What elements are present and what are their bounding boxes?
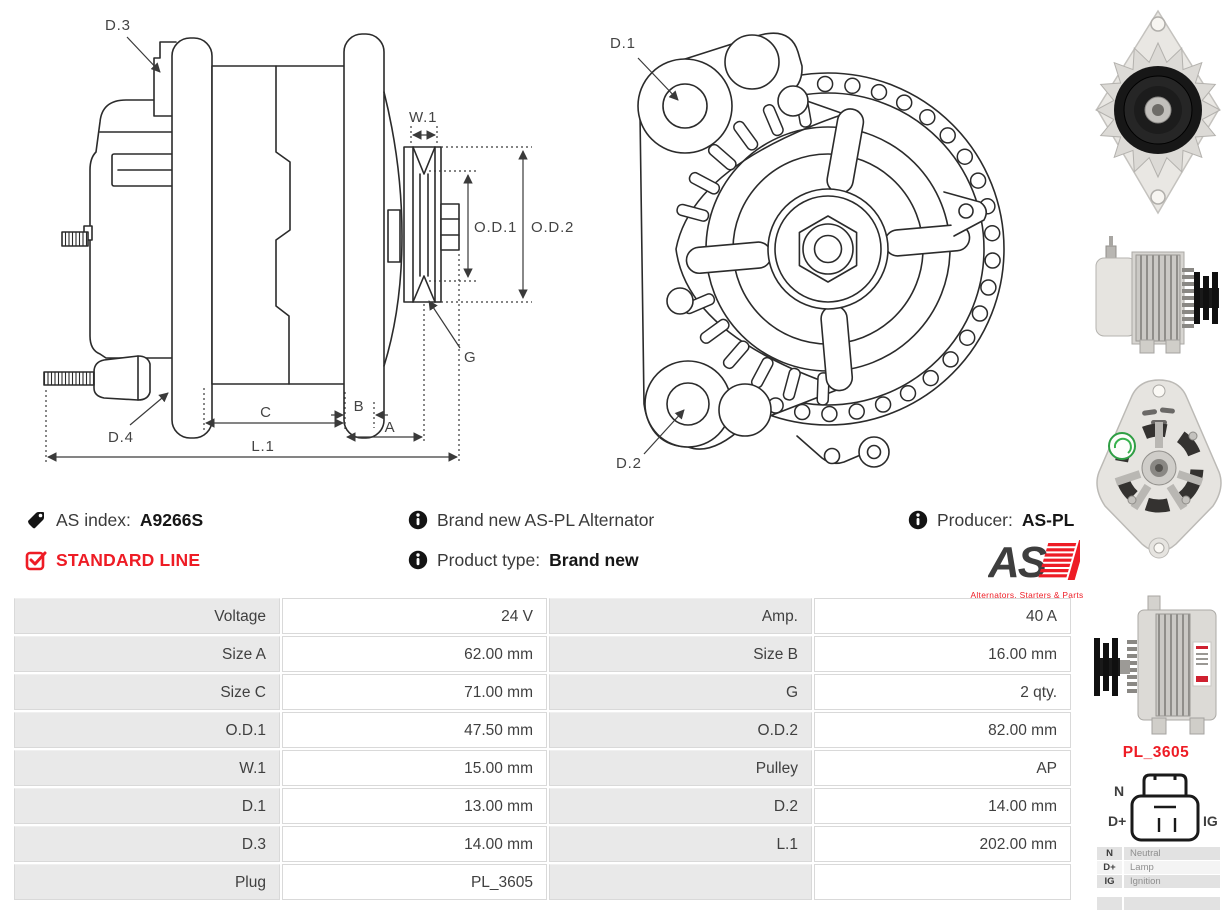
spec-label: Amp.	[549, 598, 812, 634]
spec-label: O.D.1	[14, 712, 280, 748]
as-index-value: A9266S	[139, 509, 204, 530]
dim-label-d3: D.3	[105, 17, 131, 34]
dim-label-od1: O.D.1	[474, 219, 517, 236]
tag-icon	[28, 512, 44, 529]
spec-value: 24 V	[282, 598, 547, 634]
spec-value: 2 qty.	[814, 674, 1071, 710]
plug-pin-dplus: D+	[1108, 813, 1126, 829]
product-photo-front	[1094, 9, 1222, 215]
product-type-value: Brand new	[549, 549, 639, 570]
dim-label-b: B	[354, 398, 365, 415]
legend-empty-cell	[1097, 897, 1122, 910]
checkbox-checked-icon	[25, 551, 47, 571]
standard-line: STANDARD LINE	[25, 548, 200, 572]
product-photo-side-left-pulley	[1094, 595, 1217, 735]
legend-pin: D+	[1097, 861, 1122, 874]
spec-value: 14.00 mm	[282, 826, 547, 862]
dim-label-g: G	[464, 349, 476, 366]
info-icon	[408, 510, 428, 530]
standard-line-label: STANDARD LINE	[56, 549, 201, 570]
spec-label: Size A	[14, 636, 280, 672]
dim-label-c: C	[260, 404, 272, 421]
spec-value: 40 A	[814, 598, 1071, 634]
producer-line: Producer: AS-PL	[908, 508, 1074, 532]
brand-new-text: Brand new AS-PL Alternator	[437, 509, 655, 530]
product-type-line: Product type: Brand new	[408, 548, 639, 572]
info-icon	[408, 550, 428, 570]
spec-label: Voltage	[14, 598, 280, 634]
spec-label: Plug	[14, 864, 280, 900]
spec-label: D.3	[14, 826, 280, 862]
as-pl-logo: AS	[988, 538, 1080, 587]
producer-label: Producer:	[937, 509, 1013, 530]
legend-empty-cell	[1124, 897, 1220, 910]
brand-new-line: Brand new AS-PL Alternator	[408, 508, 654, 532]
as-index-label: AS index:	[56, 509, 131, 530]
spec-value: 16.00 mm	[814, 636, 1071, 672]
spec-value: 82.00 mm	[814, 712, 1071, 748]
spec-value: 71.00 mm	[282, 674, 547, 710]
producer-value: AS-PL	[1021, 509, 1075, 530]
dim-label-w1: W.1	[409, 109, 437, 126]
spec-label: Pulley	[549, 750, 812, 786]
spec-value: 202.00 mm	[814, 826, 1071, 862]
spec-label: Size B	[549, 636, 812, 672]
legend-pin: IG	[1097, 875, 1122, 888]
legend-desc: Lamp	[1124, 861, 1220, 874]
plug-name: PL_3605	[1122, 744, 1190, 761]
front-view-dimension-labels: D.1 D.2	[610, 35, 642, 472]
spec-label: Size C	[14, 674, 280, 710]
product-type-label: Product type:	[437, 549, 541, 570]
spec-label: G	[549, 674, 812, 710]
logo-text: AS	[988, 538, 1047, 587]
logo-tagline: Alternators, Starters & Parts	[970, 590, 1084, 600]
dim-label-d1: D.1	[610, 35, 636, 52]
spec-value: PL_3605	[282, 864, 547, 900]
dim-label-a: A	[385, 419, 396, 436]
plug-legend: N Neutral D+ Lamp IG Ignition	[1097, 847, 1220, 910]
spec-label: D.2	[549, 788, 812, 824]
product-photo-side-right-pulley	[1095, 236, 1219, 354]
spec-value: 13.00 mm	[282, 788, 547, 824]
side-view-technical-drawing: D.3 W.1 O.D.1 O.D.2 G D.4 C B A L.1	[8, 17, 574, 496]
dim-label-d2: D.2	[616, 455, 642, 472]
legend-desc: Neutral	[1124, 847, 1220, 860]
spec-label	[549, 864, 812, 900]
spec-value: AP	[814, 750, 1071, 786]
as-index-line: AS index: A9266S	[25, 508, 203, 532]
side-view-dimension-labels: D.3 W.1 O.D.1 O.D.2 G D.4 C B A L.1	[105, 17, 574, 455]
legend-pin: N	[1097, 847, 1122, 860]
spec-table: Voltage 24 V Amp. 40 A Size A 62.00 mm S…	[14, 598, 1071, 900]
spec-value	[814, 864, 1071, 900]
dim-label-d4: D.4	[108, 429, 134, 446]
plug-pin-n: N	[1114, 783, 1124, 799]
spec-label: L.1	[549, 826, 812, 862]
spec-value: 15.00 mm	[282, 750, 547, 786]
info-icon	[908, 510, 928, 530]
spec-label: D.1	[14, 788, 280, 824]
product-photo-rear	[1096, 379, 1222, 559]
spec-label: W.1	[14, 750, 280, 786]
spec-value: 47.50 mm	[282, 712, 547, 748]
dim-label-l1: L.1	[251, 438, 274, 455]
dim-label-od2: O.D.2	[531, 219, 574, 236]
front-view-technical-drawing: D.1 D.2	[610, 6, 1072, 472]
plug-connector-diagram: N D+ IG	[1108, 773, 1218, 842]
plug-pin-ig: IG	[1203, 813, 1218, 829]
spec-value: 62.00 mm	[282, 636, 547, 672]
legend-desc: Ignition	[1124, 875, 1220, 888]
spec-value: 14.00 mm	[814, 788, 1071, 824]
spec-label: O.D.2	[549, 712, 812, 748]
